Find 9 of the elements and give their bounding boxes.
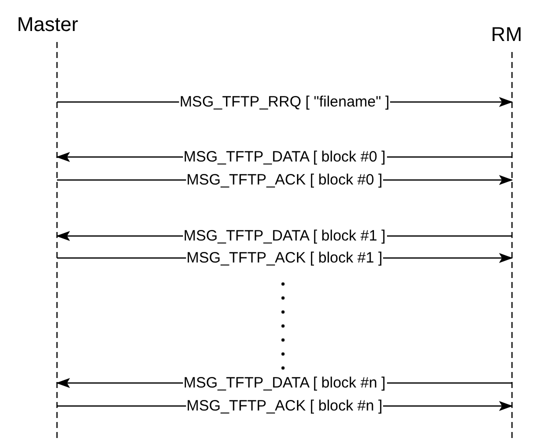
edge-label: MSG_TFTP_DATA [ block #n ] — [182, 374, 386, 392]
edge-label: MSG_TFTP_ACK [ block #n ] — [186, 398, 384, 414]
edge-label: MSG_TFTP_DATA [ block #0 ] — [182, 148, 386, 166]
edge-label: MSG_TFTP_ACK [ block #1 ] — [186, 250, 384, 266]
edge-label: MSG_TFTP_RRQ [ "filename" ] — [178, 94, 390, 110]
edge-label: MSG_TFTP_DATA [ block #1 ] — [182, 228, 386, 244]
participant-label: Master — [17, 14, 78, 36]
participant-label: RM — [491, 24, 522, 46]
edge-label: MSG_TFTP_ACK [ block #0 ] — [186, 172, 384, 188]
